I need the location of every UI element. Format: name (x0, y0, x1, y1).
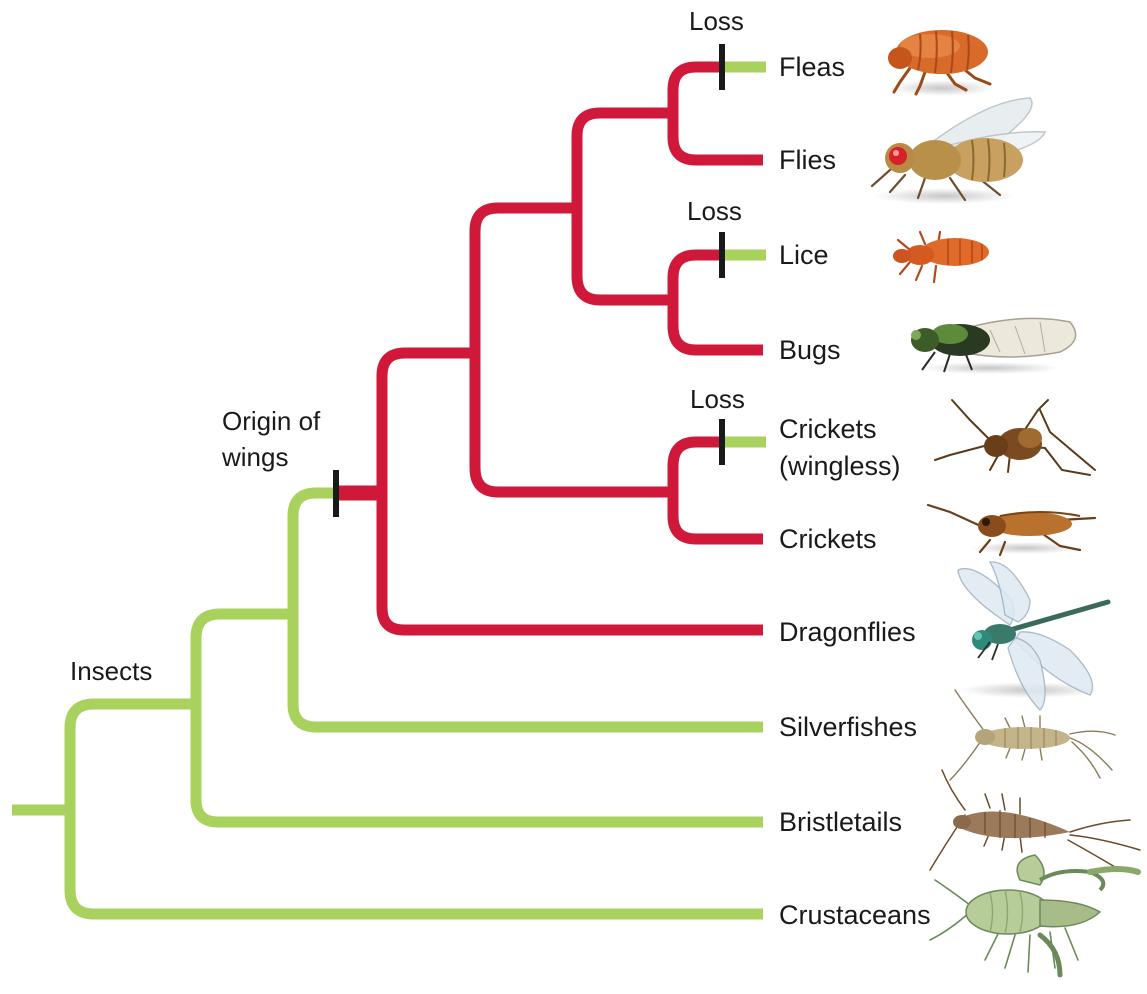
dragonfly-icon (958, 562, 1108, 710)
origin-of-wings-label-line1: Origin of (222, 406, 321, 436)
stem-to-winged (196, 614, 293, 704)
loss-label-crickets: Loss (690, 384, 745, 414)
taxon-label-fleas: Fleas (779, 52, 845, 82)
louse-icon (893, 232, 989, 282)
fleas-branch (673, 67, 722, 113)
origin-of-wings-label-line2: wings (221, 442, 288, 472)
flies-branch (673, 113, 763, 160)
crickets-branch (673, 492, 763, 539)
crickets-clade-stem (475, 353, 673, 492)
cave-cricket-icon (935, 400, 1095, 475)
cicada-bug-icon (911, 318, 1076, 374)
silverfish-icon (950, 690, 1115, 780)
taxon-label-crickets-wingless-line2: (wingless) (779, 451, 901, 481)
cricket-icon (928, 505, 1095, 555)
taxon-label-lice: Lice (779, 240, 829, 270)
red-branches (336, 67, 763, 630)
taxon-label-bugs: Bugs (779, 335, 841, 365)
stem-to-origin (293, 493, 336, 614)
taxon-label-dragonflies: Dragonflies (779, 617, 916, 647)
winged-stem (382, 353, 475, 493)
dragonflies-branch (382, 493, 763, 630)
flies-fleas-stem (577, 113, 673, 208)
loss-label-fleas: Loss (689, 6, 744, 36)
taxon-label-bristletails: Bristletails (779, 807, 902, 837)
loss-label-lice: Loss (687, 196, 742, 226)
taxon-label-flies: Flies (779, 145, 836, 175)
taxon-label-crickets-wingless-line1: Crickets (779, 414, 877, 444)
taxon-label-crickets: Crickets (779, 524, 877, 554)
fly-icon (872, 98, 1045, 204)
crayfish-icon (930, 855, 1138, 975)
insects-stem (70, 704, 196, 810)
insects-label: Insects (70, 656, 152, 686)
taxon-label-crustaceans: Crustaceans (779, 900, 931, 930)
lice-branch (673, 255, 722, 300)
taxon-label-silverfishes: Silverfishes (779, 712, 917, 742)
bugs-lice-stem (577, 208, 673, 300)
flea-icon (888, 30, 994, 96)
crickets-wingless-branch (673, 442, 722, 492)
upper-stem (475, 208, 577, 353)
bugs-branch (673, 300, 763, 350)
